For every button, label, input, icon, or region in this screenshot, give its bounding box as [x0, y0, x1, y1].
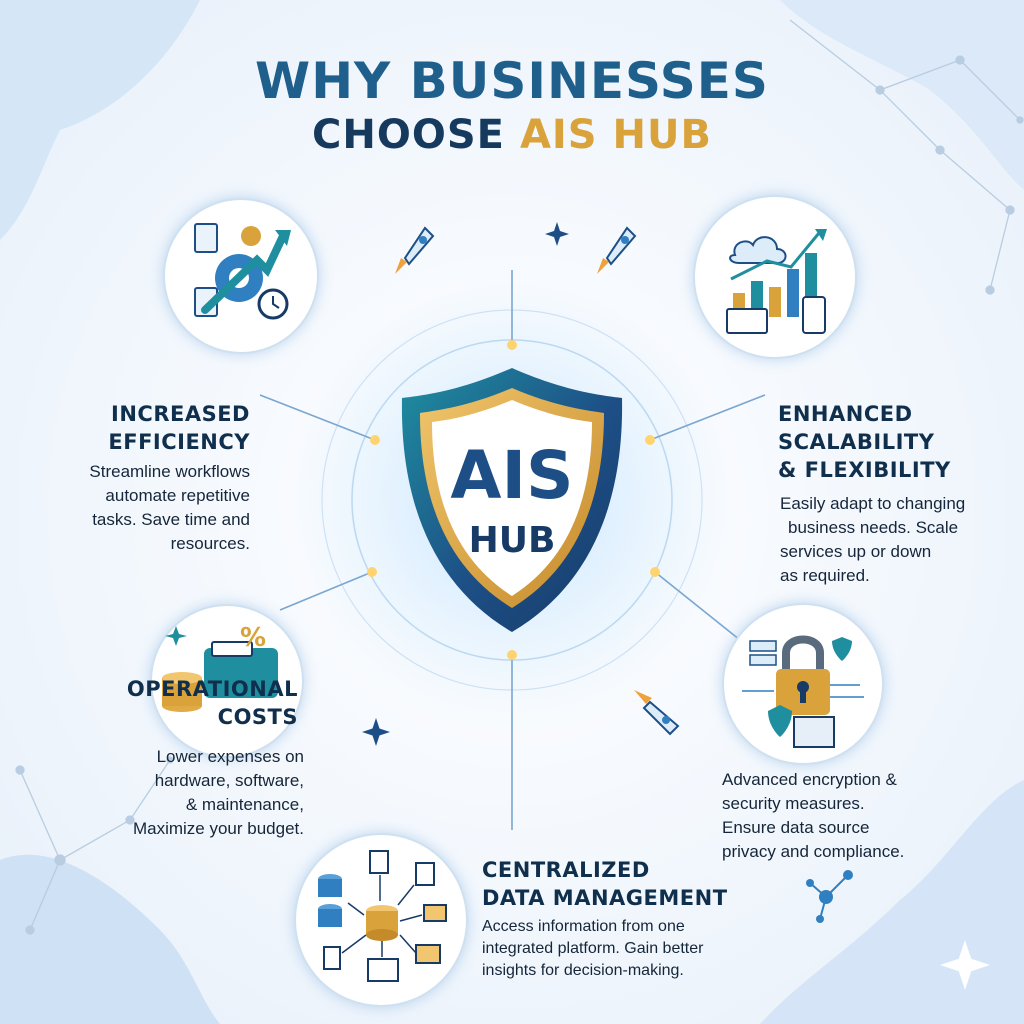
- efficiency-text-line: Streamline workflows: [89, 462, 250, 481]
- security-text-line: security measures.: [722, 794, 865, 813]
- costs-text-line: & maintenance,: [185, 795, 304, 814]
- efficiency-text-line: automate repetitive: [105, 486, 250, 505]
- title-prefix: CHOOSE: [312, 112, 520, 158]
- blob-top-right: [780, 0, 1024, 190]
- blob-bottom-left: [0, 854, 220, 1024]
- database-hub-icon: [318, 850, 447, 982]
- rocket-icon: [634, 690, 680, 736]
- shield-text-hub: HUB: [469, 520, 556, 561]
- costs-text-line: Maximize your budget.: [132, 819, 304, 838]
- efficiency-heading: INCREASED EFFICIENCY: [60, 400, 250, 456]
- scalability-text-line: business needs. Scale: [788, 518, 959, 537]
- data-icon-circle: [294, 833, 468, 1007]
- security-text-line: Advanced encryption &: [722, 770, 897, 789]
- page-title-line2: CHOOSE AIS HUB: [0, 112, 1024, 158]
- data-heading-line1: CENTRALIZED: [482, 858, 650, 882]
- security-text-line: Ensure data source: [722, 818, 870, 837]
- scalability-heading-line3: & FLEXIBILITY: [778, 458, 951, 482]
- scalability-icon-circle: [693, 195, 857, 359]
- scalability-heading-line1: ENHANCED: [778, 402, 913, 426]
- rocket-icon: [597, 226, 637, 274]
- costs-heading: OPERATIONAL COSTS: [100, 675, 298, 731]
- data-text-line: Access information from one: [482, 918, 685, 935]
- security-text-line: privacy and compliance.: [722, 842, 905, 861]
- scalability-text-line: services up or down: [780, 542, 932, 561]
- efficiency-heading-line1: INCREASED: [111, 402, 250, 426]
- scalability-text-line: as required.: [780, 566, 870, 585]
- efficiency-text-line: tasks. Save time and: [92, 510, 250, 529]
- costs-text: Lower expenses on hardware, software, & …: [70, 745, 304, 841]
- percent-glyph: %: [240, 623, 266, 653]
- workflow-gear-icon: [194, 223, 291, 320]
- connector-lines: [259, 270, 766, 830]
- data-text-line: insights for decision-making.: [482, 962, 684, 979]
- costs-icon-circle: %: [150, 604, 304, 758]
- costs-text-line: hardware, software,: [154, 771, 304, 790]
- network-lines: [15, 19, 1024, 935]
- padlock-shield-icon: [742, 635, 864, 748]
- network-node-icon: [806, 870, 853, 923]
- scalability-heading-line2: SCALABILITY: [778, 430, 935, 454]
- costs-text-line: Lower expenses on: [156, 747, 304, 766]
- data-heading-line2: DATA MANAGEMENT: [482, 886, 728, 910]
- efficiency-text: Streamline workflows automate repetitive…: [20, 460, 250, 556]
- security-icon-circle: [722, 603, 884, 765]
- scalability-text: Easily adapt to changing business needs.…: [780, 492, 1015, 588]
- sparkle-icon: [940, 940, 990, 990]
- scalability-heading: ENHANCED SCALABILITY & FLEXIBILITY: [778, 400, 1018, 484]
- wallet-coins-icon: %: [162, 623, 278, 712]
- data-text: Access information from one integrated p…: [482, 916, 772, 982]
- sparkle-icon: [545, 222, 569, 246]
- costs-heading-line2: COSTS: [217, 705, 298, 729]
- costs-heading-line1: OPERATIONAL: [126, 677, 298, 701]
- scalability-text-line: Easily adapt to changing: [780, 494, 966, 513]
- page-title-line1: WHY BUSINESSES: [255, 52, 769, 110]
- security-text: Advanced encryption & security measures.…: [722, 768, 962, 864]
- blob-top-left: [0, 0, 200, 240]
- efficiency-text-line: resources.: [170, 534, 250, 553]
- shield-logo-icon: AIS HUB: [401, 368, 623, 632]
- rocket-icon: [395, 226, 435, 274]
- title-accent: AIS HUB: [519, 112, 712, 158]
- shield-text-ais: AIS: [450, 437, 573, 514]
- efficiency-heading-line2: EFFICIENCY: [108, 430, 250, 454]
- cloud-growth-icon: [726, 229, 827, 334]
- data-heading: CENTRALIZED DATA MANAGEMENT: [482, 856, 782, 912]
- sparkle-icon: [362, 718, 390, 746]
- data-text-line: integrated platform. Gain better: [482, 940, 704, 957]
- efficiency-icon-circle: [163, 198, 319, 354]
- connector-sparks: [367, 340, 660, 660]
